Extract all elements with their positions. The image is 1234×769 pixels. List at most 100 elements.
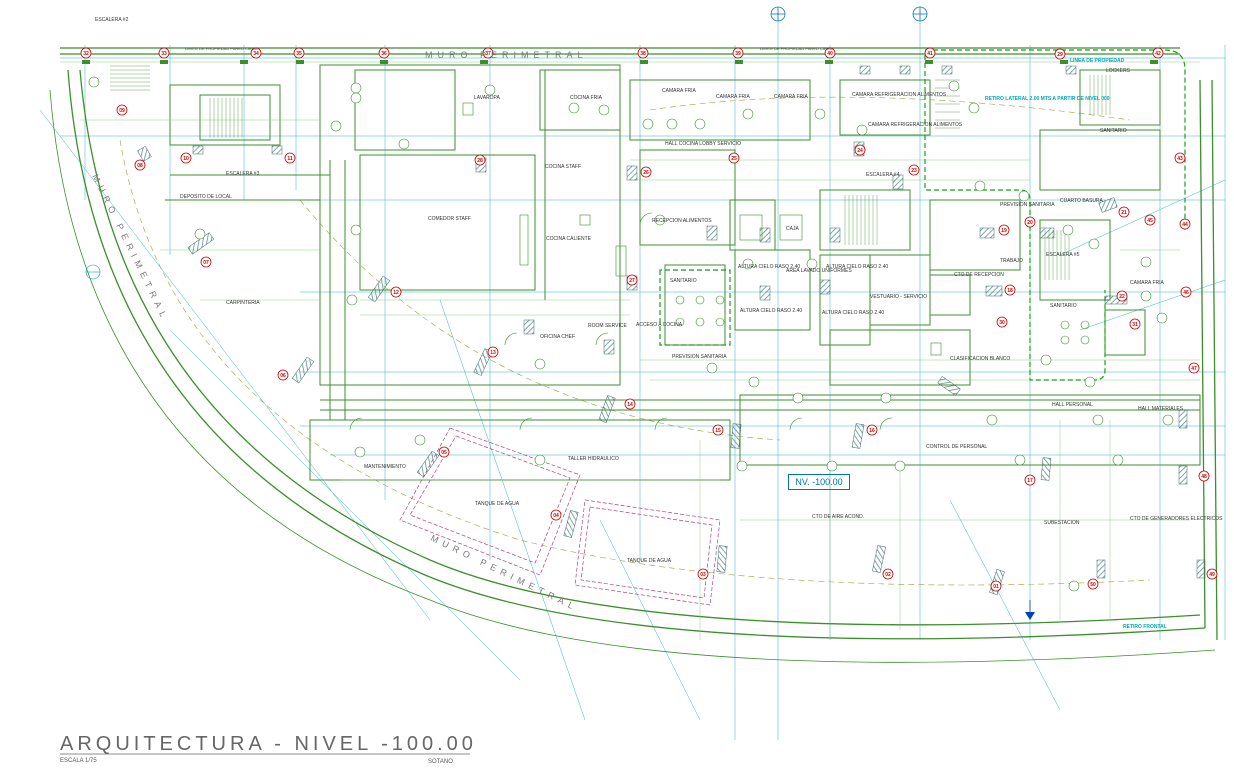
column-marker-number: 46 xyxy=(1183,290,1189,296)
room-cocina-caliente: COCINA CALIENTE xyxy=(546,236,592,242)
room-mantenimiento: MANTENIMIENTO xyxy=(364,464,406,470)
room-sanitario-3: SANITARIO xyxy=(1050,303,1077,309)
room-deposito: DEPOSITO DE LOCAL xyxy=(180,194,232,200)
room-generadores: CTO DE GENERADORES ELECTRICOS xyxy=(1130,516,1223,522)
stairs xyxy=(110,65,1111,280)
room-escalera3: ESCALERA #3 xyxy=(226,171,260,177)
room-cocina-fria: COCINA FRIA xyxy=(570,95,603,101)
column-marker-number: 34 xyxy=(253,51,259,57)
room-cto-recepcion: CTO DE RECEPCION xyxy=(954,272,1004,278)
column-marker-number: 42 xyxy=(1155,51,1161,57)
north-arrow-icon xyxy=(770,6,928,22)
retiro-frontal-label: RETIRO FRONTAL xyxy=(1123,624,1167,630)
column-marker-number: 43 xyxy=(1177,156,1183,162)
room-cuarto-basura: CUARTO BASURA xyxy=(1060,198,1104,204)
detail-lines xyxy=(60,61,1200,640)
column-marker-number: 38 xyxy=(640,51,646,57)
room-hall-materiales: HALL MATERIALES xyxy=(1138,406,1184,412)
column-marker-number: 23 xyxy=(911,168,917,174)
column-marker-number: 39 xyxy=(735,51,741,57)
property-boundary xyxy=(659,49,1186,381)
column-marker-number: 25 xyxy=(731,156,737,162)
limite-propiedad-label-2: LIMITE DE PROPIEDAD PARED CIEGA xyxy=(760,46,833,51)
drawing-scale: ESCALA 1/75 xyxy=(60,758,97,764)
column-marker-number: 08 xyxy=(137,163,143,169)
level-marker-icon xyxy=(1025,600,1035,620)
room-control-personal: CONTROL DE PERSONAL xyxy=(926,444,987,450)
dashed-arcs xyxy=(119,96,1151,586)
room-cocina-staff: COCINA STAFF xyxy=(545,164,581,170)
column-marker-number: 12 xyxy=(393,290,399,296)
room-trabajo: TRABAJO xyxy=(1000,258,1023,264)
room-camara-fria-2: CAMARA FRIA xyxy=(716,94,751,100)
room-prevision-sanitaria: PREVISION SANITARIA xyxy=(672,354,727,360)
column-marker-number: 32 xyxy=(83,51,89,57)
column-marker-number: 17 xyxy=(1027,478,1033,484)
drawing-title: ARQUITECTURA - NIVEL -100.00 xyxy=(60,733,477,755)
column-marker-number: 10 xyxy=(183,156,189,162)
column-marker-number: 44 xyxy=(1182,222,1188,228)
column-marker-number: 35 xyxy=(296,51,302,57)
linea-propiedad-label: LINEA DE PROPIEDAD xyxy=(1070,58,1125,64)
column-marker-number: 36 xyxy=(381,51,387,57)
left-wall-label: MURO PERIMETRAL xyxy=(90,172,170,322)
section-marker-icon xyxy=(85,264,101,280)
room-altura-cielo-3: ALTURA CIELO RASO 2.40 xyxy=(740,308,802,314)
column-marker-number: 07 xyxy=(203,260,209,266)
column-marker-number: 40 xyxy=(827,51,833,57)
column-marker-number: 47 xyxy=(1191,366,1197,372)
column-marker-number: 15 xyxy=(715,428,721,434)
room-camara-refrig: CAMARA REFRIGERACION ALIMENTOS xyxy=(852,92,947,98)
room-prevision-sanitaria-2: PREVISION SANITARIA xyxy=(1000,202,1055,208)
perimeter-wall xyxy=(49,47,1218,663)
room-lavaropa: LAVAROPA xyxy=(474,95,501,101)
column-marker-number: 26 xyxy=(643,170,649,176)
room-sanitario: SANITARIO xyxy=(670,278,697,284)
room-escalera5: ESCALERA #5 xyxy=(1046,252,1080,258)
column-marker-number: 22 xyxy=(1119,294,1125,300)
room-recepcion-alimentos: RECEPCION ALIMENTOS xyxy=(652,218,712,224)
column-marker-number: 13 xyxy=(490,350,496,356)
column-marker-number: 18 xyxy=(1007,288,1013,294)
column-marker-number: 45 xyxy=(1147,218,1153,224)
column-marker-number: 29 xyxy=(1057,52,1063,58)
room-altura-cielo-2: ALTURA CIELO RASO 2.40 xyxy=(826,264,888,270)
column-marker-number: 41 xyxy=(927,51,933,57)
room-caja: CAJA xyxy=(786,226,799,232)
drawing-level-name: SOTANO xyxy=(428,759,453,765)
column-marker-number: 14 xyxy=(627,402,633,408)
column-marker-number: 06 xyxy=(280,373,286,379)
room-comedor: COMEDOR STAFF xyxy=(428,216,471,222)
fixtures xyxy=(349,102,1090,431)
column-marker-number: 16 xyxy=(869,428,875,434)
column-marker-number: 01 xyxy=(993,584,999,590)
room-acceso-cocina: ACCESO A COCINA xyxy=(636,322,683,328)
column-marker-number: 03 xyxy=(700,572,706,578)
room-room-service: ROOM SERVICE xyxy=(588,323,627,329)
room-altura-cielo-1: ALTURA CIELO RASO 2.40 xyxy=(738,264,800,270)
room-altura-cielo-4: ALTURA CIELO RASO 2.40 xyxy=(822,310,884,316)
room-taller: TALLER HIDRAULICO xyxy=(568,456,619,462)
top-wall-label: MURO PERIMETRAL xyxy=(425,50,588,60)
column-marker-number: 49 xyxy=(1209,572,1215,578)
room-clasificacion: CLASIFICACION BLANCO xyxy=(950,356,1010,362)
column-marker-number: 27 xyxy=(629,278,635,284)
column-marker-number: 11 xyxy=(287,156,293,162)
column-marker-number: 50 xyxy=(1090,582,1096,588)
level-marker-box: NV. -100.00 xyxy=(788,474,850,490)
column-marker-number: 30 xyxy=(999,320,1005,326)
room-oficina-chef: OFICINA CHEF xyxy=(540,334,575,340)
room-subestacion: SUBESTACION xyxy=(1044,520,1080,526)
room-labels: ESCALERA #2 ESCALERA #3 ESCALERA #4 ESCA… xyxy=(95,17,1223,564)
room-camara-refrig-2: CAMARA REFRIGERACION ALIMENTOS xyxy=(868,122,963,128)
column-marker-number: 02 xyxy=(885,572,891,578)
room-tanque-1: TANQUE DE AGUA xyxy=(475,501,520,507)
column-marker-number: 24 xyxy=(857,148,863,154)
column-markers xyxy=(80,47,1218,592)
room-sanitario-2: SANITARIO xyxy=(1100,128,1127,134)
room-cto-aire: CTO DE AIRE ACOND. xyxy=(812,514,864,520)
column-marker-number: 04 xyxy=(553,513,559,519)
column-marker-number: 21 xyxy=(1121,210,1127,216)
